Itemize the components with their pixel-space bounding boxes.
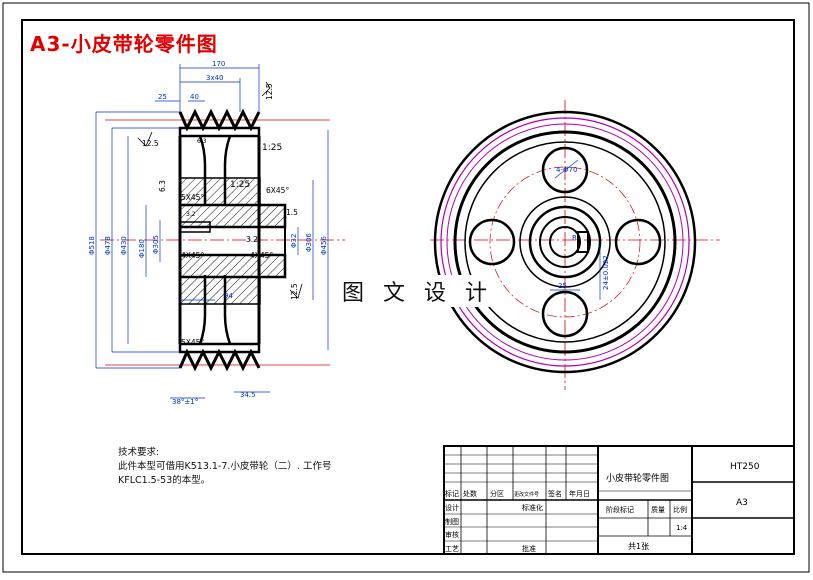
- rough-5: 3.2: [186, 211, 196, 218]
- tb-mark: 标记: [445, 489, 459, 498]
- dim-r-mark: R: [572, 234, 577, 242]
- dim-left-offset: 25: [158, 93, 167, 101]
- tech-requirements: 技术要求: 此件本型可借用K513.1-7.小皮带轮（二）. 工作号 KFLC1…: [118, 446, 331, 488]
- dim-dia-6: Φ306: [305, 233, 313, 252]
- tb-scale-label: 比例: [673, 505, 687, 514]
- dim-keyway-h: 24±0.022: [602, 255, 610, 290]
- taper-2: 1:25: [230, 180, 250, 190]
- dim-keyway-w: 25: [558, 282, 567, 290]
- rough-1: 6.3: [197, 138, 207, 145]
- dim-groove-pitch: 40: [190, 93, 199, 101]
- tb-standardize: 标准化: [522, 503, 543, 512]
- front-view: 25 24±0.022 4-Φ70 R: [430, 100, 720, 390]
- outer-frame: [2, 2, 810, 573]
- chamfer-3: 4X45°: [181, 251, 204, 260]
- chamfer-2: 5X45°: [181, 338, 204, 347]
- tb-stage-mark: 阶段标记: [606, 505, 634, 514]
- tb-zone: 分区: [490, 489, 504, 498]
- inner-frame: [21, 19, 795, 555]
- dim-groove-angle: 38°±1°: [172, 398, 198, 406]
- tb-weight: 质量: [651, 505, 665, 514]
- tb-count: 处数: [463, 489, 477, 498]
- dim-hole-dia: 4-Φ70: [556, 166, 577, 174]
- tb-sheet-size: A3: [736, 498, 748, 508]
- dim-dia-5: Φ305: [152, 235, 160, 254]
- tb-scale: 1:4: [676, 524, 688, 532]
- dim-outer: Φ518: [88, 236, 96, 255]
- tb-approve: 批准: [522, 544, 536, 553]
- dim-top-grooves: 3x40: [206, 74, 224, 82]
- chamfer-5: 6X45°: [266, 186, 289, 195]
- tech-req-line1: 此件本型可借用K513.1-7.小皮带轮（二）. 工作号: [118, 461, 332, 472]
- tb-design: 设计: [445, 503, 459, 512]
- section-view: 170 3x40 25 40 38°±1° 34.5 Φ518 Φ478 Φ43…: [88, 60, 345, 406]
- rough-3: 1.5: [286, 208, 298, 217]
- dim-top-overall: 170: [212, 60, 225, 68]
- rough-6: 6.3: [158, 180, 167, 192]
- chamfer-4: 4X45°: [250, 251, 273, 260]
- tb-signature: 签名: [548, 489, 562, 498]
- tb-date: 年月日: [569, 489, 590, 498]
- tb-total-sheets: 共1张: [628, 542, 649, 551]
- rough-2: 3.2: [246, 235, 258, 244]
- taper-1: 1:25: [262, 143, 282, 153]
- dim-dia-4: Φ180: [138, 239, 146, 258]
- rough-4: 12.5: [290, 283, 299, 300]
- dim-dia-7: Φ456: [320, 236, 328, 255]
- tb-check: 审核: [445, 530, 459, 539]
- dim-dia-2: Φ478: [104, 236, 112, 255]
- tech-req-heading: 技术要求:: [118, 447, 160, 458]
- tb-drafting: 制图: [445, 517, 459, 526]
- watermark-text: 图 文 设 计: [340, 275, 495, 307]
- dim-bore: Φ32: [290, 234, 298, 248]
- tech-req-line2: KFLC1.5-53的本型。: [118, 475, 211, 486]
- dim-groove-depth: 34.5: [240, 391, 256, 399]
- chamfer-1: 5X45°: [181, 193, 204, 202]
- tb-part-name: 小皮带轮零件图: [606, 472, 669, 484]
- drawing-title: A3-小皮带轮零件图: [30, 32, 218, 56]
- rough-left: 12.5: [142, 139, 159, 148]
- tb-change-doc: 更改文件号: [514, 491, 539, 498]
- rough-top: 12.5: [265, 83, 274, 100]
- title-block: [443, 445, 795, 555]
- dim-dia-3: Φ430: [120, 236, 128, 255]
- tb-material: HT250: [730, 462, 760, 472]
- dim-bore-len: 94: [224, 292, 233, 300]
- tb-process: 工艺: [445, 545, 459, 553]
